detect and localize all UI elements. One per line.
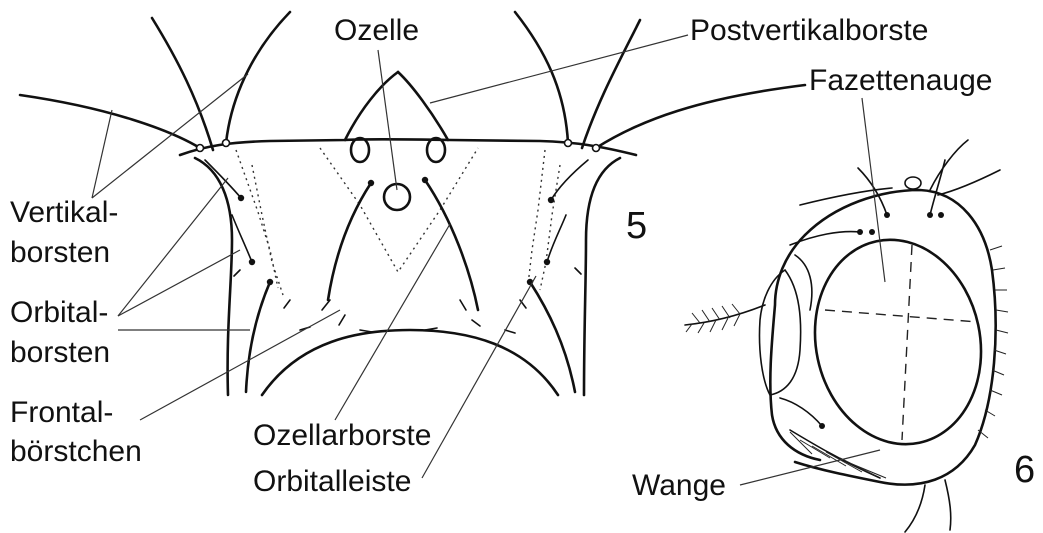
arista: [685, 305, 765, 325]
vertex-bristle-1: [930, 140, 968, 190]
orbital-bristle-right-3: [530, 282, 575, 392]
vertex-bristle-2: [938, 170, 1000, 195]
vertical-bristle-right-inner: [515, 12, 568, 143]
leader-frontalboerstchen: [140, 310, 340, 420]
label-orbitalborsten-line1: Orbital-: [10, 296, 108, 329]
label-fazettenauge: Fazettenauge: [809, 64, 992, 97]
lunula-arc: [262, 330, 558, 395]
ocellus-profile: [905, 177, 921, 189]
label-ozellarborste: Ozellarborste: [253, 419, 431, 452]
label-vertikalborsten-line1: Vertikal-: [10, 196, 118, 229]
eye-axis-vertical: [902, 245, 912, 440]
bristle-socket: [368, 180, 374, 186]
label-frontalboerstchen-line2: börstchen: [10, 435, 142, 468]
antenna-segment: [759, 270, 800, 395]
figure-number-6: 6: [1014, 449, 1035, 491]
bristle-socket: [565, 140, 572, 147]
leader-orbitalborsten-1: [118, 178, 228, 316]
label-orbitalborsten-line2: borsten: [10, 336, 110, 369]
face-profile: [770, 235, 820, 460]
bristle-socket: [593, 145, 600, 152]
figure-number-5: 5: [626, 205, 647, 247]
bristle-socket: [197, 145, 204, 152]
label-postvertikalborste: Postvertikalborste: [690, 14, 928, 47]
frons-right-margin: [584, 158, 620, 395]
orbital-bristle-right-2: [547, 215, 566, 262]
orbital-bristle-right-1: [551, 160, 588, 200]
vertical-bristle-left-inner: [226, 12, 290, 143]
orbital-plate-left: [236, 150, 283, 295]
frons-left-margin: [195, 158, 232, 395]
leader-lines: [92, 35, 885, 485]
leader-ozellarborste: [335, 224, 450, 420]
label-frontalboerstchen-line1: Frontal-: [10, 396, 113, 429]
label-vertikalborsten-line2: borsten: [10, 236, 110, 269]
arista-hairs: [686, 304, 740, 333]
ocellar-bristle-right: [425, 180, 478, 310]
leader-fazettenauge: [862, 98, 885, 282]
ocellus-right: [427, 138, 445, 162]
bristle-socket: [548, 197, 554, 203]
vertex-bristle-5: [930, 160, 945, 215]
bristle-socket: [422, 177, 428, 183]
bristle-socket: [857, 229, 863, 235]
orbital-bristle-left-3: [246, 282, 270, 392]
postgenal-bristle-2: [905, 485, 925, 532]
frontal-bristlets: [234, 268, 581, 333]
figure-6-head-profile: [685, 140, 1008, 532]
bristle-socket: [249, 259, 255, 265]
leader-ozelle: [378, 50, 397, 190]
orbital-bristle-left-1: [205, 160, 241, 198]
leader-orbitalborsten-2: [118, 250, 240, 316]
bristle-socket: [884, 212, 890, 218]
eye-axis-horizontal: [825, 310, 978, 322]
bristle-socket: [267, 279, 273, 285]
orbital-plate-right: [528, 150, 560, 290]
bristle-socket: [238, 195, 244, 201]
leader-orbitalleiste: [422, 276, 536, 478]
orbital-bristle-left-2: [232, 215, 252, 262]
vertical-bristle-right-outer: [596, 85, 805, 148]
bristle-socket: [927, 212, 933, 218]
vibrissa: [780, 398, 822, 426]
bristle-socket: [544, 259, 550, 265]
bristle-socket: [223, 140, 230, 147]
bristle-socket: [819, 423, 825, 429]
ocellar-triangle: [345, 72, 448, 140]
bristle-socket: [938, 212, 944, 218]
ocellar-bristle-left: [328, 183, 371, 300]
label-ozelle: Ozelle: [334, 14, 419, 47]
compound-eye: [796, 224, 999, 460]
label-orbitalleiste: Orbitalleiste: [253, 465, 411, 498]
postgenal-bristle-1: [945, 480, 951, 530]
figure-5-frons: [20, 12, 805, 395]
label-wange: Wange: [632, 469, 726, 502]
ocellus-left: [351, 138, 369, 162]
bristle-socket: [869, 229, 875, 235]
